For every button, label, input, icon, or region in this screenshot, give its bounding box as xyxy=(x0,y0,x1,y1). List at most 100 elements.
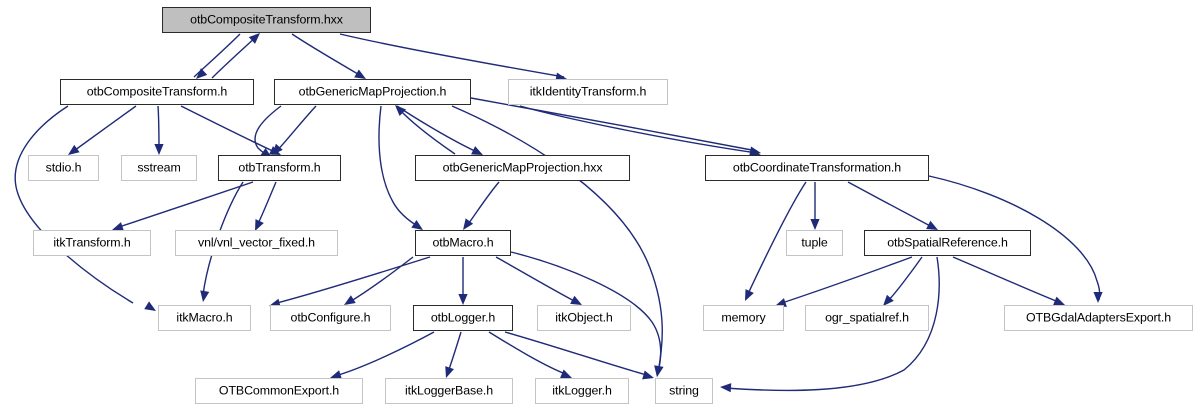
graph-node-label: itkMacro.h xyxy=(176,310,233,325)
edge-arrowhead xyxy=(458,294,468,305)
edge-arrowhead xyxy=(1053,296,1065,306)
graph-edge xyxy=(883,256,923,306)
graph-edge xyxy=(211,33,260,79)
graph-edge xyxy=(488,331,572,378)
graph-node-otbcoordinatetransformation-h[interactable]: otbCoordinateTransformation.h xyxy=(705,155,929,181)
graph-node-otbgenericmapprojection-h[interactable]: otbGenericMapProjection.h xyxy=(274,79,471,105)
graph-node-sstream[interactable]: sstream xyxy=(121,155,197,181)
graph-node-stdio-h[interactable]: stdio.h xyxy=(28,155,99,181)
graph-node-otbgdaladaptersexport-h[interactable]: OTBGdalAdaptersExport.h xyxy=(1004,305,1193,331)
graph-node-otbmacro-h[interactable]: otbMacro.h xyxy=(415,230,511,256)
graph-edge xyxy=(378,105,423,230)
edge-arrowhead xyxy=(560,369,572,378)
graph-node-otbspatialreference-h[interactable]: otbSpatialReference.h xyxy=(864,230,1031,256)
edge-arrowhead xyxy=(642,370,654,380)
graph-edge xyxy=(272,105,317,155)
graph-node-label: itkIdentityTransform.h xyxy=(529,84,647,99)
edge-arrowhead xyxy=(344,295,356,305)
edge-arrowhead xyxy=(255,219,264,231)
graph-edge xyxy=(112,181,254,231)
edge-arrowhead xyxy=(570,295,582,305)
graph-node-label: vnl/vnl_vector_fixed.h xyxy=(198,235,315,250)
edge-arrowhead xyxy=(745,289,754,301)
graph-edge xyxy=(720,256,940,393)
graph-node-label: otbLogger.h xyxy=(430,310,496,325)
graph-node-label: OTBGdalAdaptersExport.h xyxy=(1025,310,1172,325)
graph-node-label: itkObject.h xyxy=(555,310,613,325)
graph-node-itkidentitytransform-h[interactable]: itkIdentityTransform.h xyxy=(508,79,668,105)
graph-node-otbconfigure-h[interactable]: otbConfigure.h xyxy=(270,305,391,331)
graph-node-label: otbGenericMapProjection.hxx xyxy=(442,160,603,175)
graph-node-label: otbSpatialReference.h xyxy=(887,235,1008,250)
graph-node-itklogger-h[interactable]: itkLogger.h xyxy=(535,378,629,404)
edge-arrowhead xyxy=(144,301,156,311)
edge-arrowhead xyxy=(272,143,283,155)
graph-node-otbcompositetransform-hxx[interactable]: otbCompositeTransform.hxx xyxy=(162,7,371,33)
graph-node-label: otbCompositeTransform.hxx xyxy=(190,12,343,27)
graph-node-label: ogr_spatialref.h xyxy=(825,310,909,325)
graph-node-label: OTBCommonExport.h xyxy=(218,383,340,398)
graph-edge xyxy=(330,331,435,380)
edge-arrowhead xyxy=(112,222,124,231)
edge-arrowhead xyxy=(654,365,664,377)
graph-edge xyxy=(745,181,807,301)
graph-edge xyxy=(255,181,277,231)
graph-node-otbcommonexport-h[interactable]: OTBCommonExport.h xyxy=(195,378,363,404)
graph-node-string[interactable]: string xyxy=(655,378,713,404)
graph-node-label: otbGenericMapProjection.h xyxy=(298,84,447,99)
edge-arrowhead xyxy=(154,143,164,155)
graph-node-vnl-vnl-vector-fixed-h[interactable]: vnl/vnl_vector_fixed.h xyxy=(175,230,338,256)
graph-edge xyxy=(952,256,1065,306)
edge-arrowhead xyxy=(354,69,366,79)
graph-node-label: otbTransform.h xyxy=(238,160,321,175)
graph-node-label: sstream xyxy=(137,160,181,175)
graph-node-itkobject-h[interactable]: itkObject.h xyxy=(537,305,631,331)
graph-edge xyxy=(928,175,1103,303)
edge-arrowhead xyxy=(445,366,454,378)
graph-node-otbgenericmapprojection-hxx[interactable]: otbGenericMapProjection.hxx xyxy=(415,155,630,181)
graph-edge xyxy=(504,331,654,380)
graph-node-label: itkTransform.h xyxy=(53,235,131,250)
graph-node-otblogger-h[interactable]: otbLogger.h xyxy=(413,305,513,331)
graph-node-tuple[interactable]: tuple xyxy=(786,230,843,256)
edge-arrowhead xyxy=(883,294,894,306)
graph-edge xyxy=(344,256,414,305)
graph-node-label: tuple xyxy=(801,235,828,250)
edge-arrowhead xyxy=(200,290,210,302)
graph-node-ogr-spatialref-h[interactable]: ogr_spatialref.h xyxy=(805,305,929,331)
graph-node-otbcompositetransform-h[interactable]: otbCompositeTransform.h xyxy=(60,79,254,105)
edge-arrowhead xyxy=(196,68,208,79)
graph-edge xyxy=(810,182,820,230)
edge-arrowhead xyxy=(926,220,938,230)
graph-node-otbtransform-h[interactable]: otbTransform.h xyxy=(218,155,341,181)
edge-arrowhead xyxy=(411,220,423,230)
graph-node-itktransform-h[interactable]: itkTransform.h xyxy=(33,230,151,256)
edge-arrowhead xyxy=(463,218,474,230)
edge-arrowhead xyxy=(68,144,80,155)
graph-node-label: stdio.h xyxy=(45,160,82,175)
graph-node-memory[interactable]: memory xyxy=(703,305,784,331)
graph-node-label: otbMacro.h xyxy=(432,235,494,250)
graph-edge xyxy=(510,251,664,377)
graph-node-label: otbConfigure.h xyxy=(290,310,371,325)
edge-arrowhead xyxy=(395,105,407,117)
graph-edge xyxy=(68,105,137,155)
graph-node-itkmacro-h[interactable]: itkMacro.h xyxy=(158,305,251,331)
graph-node-label: itkLogger.h xyxy=(552,383,612,398)
edge-arrowhead xyxy=(720,383,732,393)
graph-edge xyxy=(458,257,468,305)
graph-node-label: memory xyxy=(721,310,766,325)
graph-edge xyxy=(445,331,462,378)
edge-arrowhead xyxy=(1093,291,1103,303)
edge-arrowhead xyxy=(775,298,787,307)
graph-edge xyxy=(495,256,582,305)
graph-node-label: otbCompositeTransform.h xyxy=(86,84,228,99)
edge-arrowhead xyxy=(471,146,483,155)
graph-node-label: string xyxy=(669,383,699,398)
graph-edge xyxy=(154,105,164,155)
graph-edge xyxy=(14,105,156,311)
graph-edge xyxy=(463,181,500,230)
graph-node-itkloggerbase-h[interactable]: itkLoggerBase.h xyxy=(385,378,513,404)
